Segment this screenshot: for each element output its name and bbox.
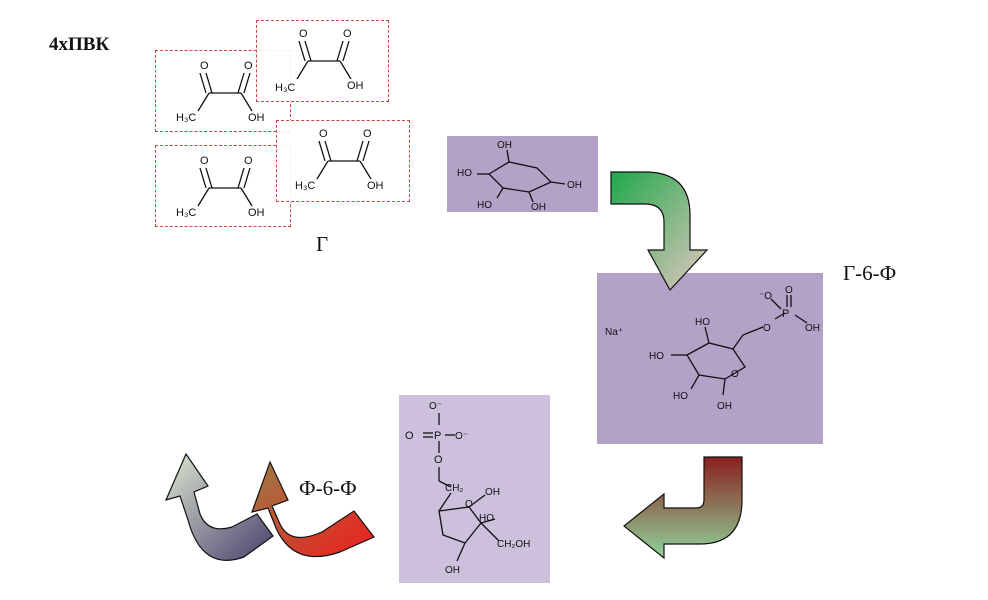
pyruvate-molecule-3: O O H₃C OH	[155, 145, 291, 227]
hydroxyl-group: HO	[695, 317, 710, 328]
oxygen-anion: O⁻	[429, 401, 442, 412]
pyruvate-molecule-2: O O H₃C OH	[256, 20, 389, 102]
glucose-molecule: OH HO HO OH OH	[447, 136, 598, 213]
sodium-ion: Na⁺	[605, 327, 623, 338]
ester-oxygen: O	[434, 454, 443, 466]
oxygen-atom: O	[244, 60, 253, 72]
hydroxyl-group: OH	[347, 80, 364, 92]
hydroxyl-group: HO	[477, 200, 492, 211]
ring-oxygen: O	[731, 369, 739, 380]
hydroxyl-group: HO	[649, 351, 664, 362]
hydroxyl-group: HO	[479, 513, 494, 524]
oxygen-atom: O	[319, 128, 328, 140]
hydroxyl-group: OH	[367, 180, 384, 192]
hydroxyl-group: OH	[805, 323, 820, 334]
hydroxyl-group: OH	[497, 140, 512, 151]
methyl-group: H₃C	[176, 207, 196, 219]
oxygen-atom: O	[405, 430, 414, 442]
hydroxyl-group: OH	[531, 202, 546, 212]
pyruvate-molecule-4: O O H₃C OH	[276, 120, 410, 202]
title-label: 4хПВК	[49, 34, 110, 55]
hydroxyl-group: HO	[457, 168, 472, 179]
hydroxyl-group: OH	[248, 112, 265, 124]
oxygen-anion: O⁻	[455, 431, 468, 442]
methylene-group: CH₂	[445, 483, 463, 494]
methyl-group: H₃C	[275, 82, 295, 94]
methyl-group: H₃C	[295, 180, 315, 192]
ester-oxygen: O	[763, 323, 771, 334]
hydroxyl-group: OH	[717, 401, 732, 412]
phosphorus-atom: P	[434, 430, 441, 442]
glucose-label: Г	[316, 232, 329, 256]
fructose-6-phosphate-label: Ф-6-Ф	[299, 476, 357, 500]
fructose-6-phosphate-molecule: O⁻ O P O⁻ O CH₂ O OH HO CH₂OH OH	[399, 395, 550, 583]
methyl-group: H₃C	[176, 112, 196, 124]
oxygen-atom: O	[200, 155, 209, 167]
glucose-6-phosphate-molecule: Na⁺ HO HO HO OH O O P O ⁻O OH	[597, 273, 823, 444]
phosphorus-atom: P	[782, 308, 789, 320]
glucose-6-phosphate-label: Г-6-Ф	[843, 261, 897, 285]
curved-arrow-glucose-to-g6p	[610, 171, 709, 292]
oxygen-atom: O	[363, 128, 372, 140]
curved-arrow-final-output	[164, 452, 274, 561]
hydroxymethyl-group: CH₂OH	[497, 539, 530, 550]
hydroxyl-group: OH	[485, 487, 500, 498]
oxygen-atom: O	[299, 28, 308, 40]
curved-arrow-f6p-output	[251, 460, 375, 558]
hydroxyl-group: OH	[248, 207, 265, 219]
oxygen-atom: O	[244, 155, 253, 167]
ring-oxygen: O	[465, 499, 473, 510]
oxygen-anion: ⁻O	[759, 291, 772, 302]
hydroxyl-group: OH	[567, 180, 582, 191]
oxygen-atom: O	[343, 28, 352, 40]
hydroxyl-group: HO	[673, 391, 688, 402]
curved-arrow-g6p-to-f6p	[623, 456, 743, 560]
oxygen-atom: O	[200, 60, 209, 72]
hydroxyl-group: OH	[445, 565, 460, 576]
oxygen-atom: O	[785, 285, 793, 296]
